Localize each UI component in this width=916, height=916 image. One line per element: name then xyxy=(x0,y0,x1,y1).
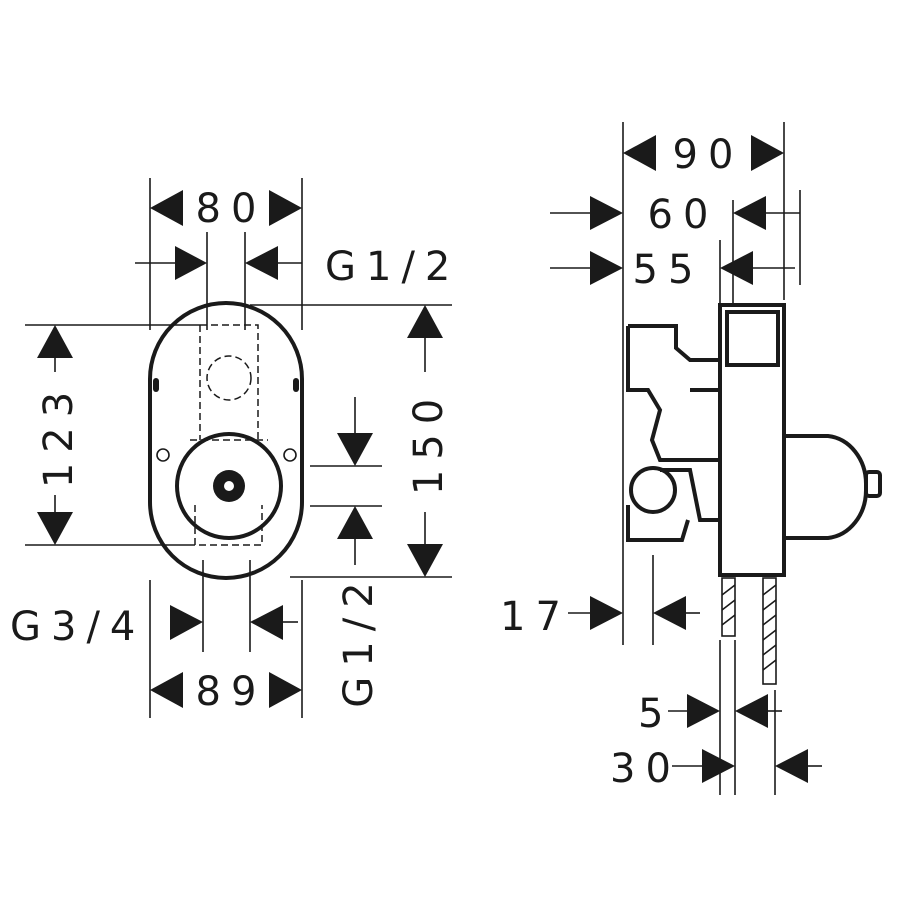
dim-label-80: 80 xyxy=(196,186,267,232)
valve-body-upper xyxy=(626,324,720,462)
dim-label-89: 89 xyxy=(196,669,267,715)
dim-label-17: 17 xyxy=(500,594,571,640)
dimension-g12-top: G1/2 xyxy=(135,232,460,330)
valve-ring xyxy=(175,432,283,540)
dimension-g34: G3/4 xyxy=(10,560,298,652)
dimension-150: 150 xyxy=(250,304,452,578)
dim-label-g34: G3/4 xyxy=(10,604,145,650)
dimension-55: 55 xyxy=(550,240,795,305)
dimension-5: 5 xyxy=(638,640,782,795)
dim-label-150: 150 xyxy=(406,389,452,495)
screw-right-icon xyxy=(283,448,297,462)
front-view xyxy=(148,301,304,580)
dim-label-g12-side: G1/2 xyxy=(336,572,382,707)
dimension-89: 89 xyxy=(149,580,303,718)
valve-body-lower xyxy=(626,468,720,542)
dim-label-123: 123 xyxy=(36,382,82,488)
dim-label-90: 90 xyxy=(673,132,744,178)
dim-label-30: 30 xyxy=(610,746,681,792)
dim-label-5: 5 xyxy=(638,691,673,737)
dim-label-g12-top: G1/2 xyxy=(325,244,460,290)
housing-outline xyxy=(148,301,304,580)
dimension-60: 60 xyxy=(550,190,801,305)
dimension-80: 80 xyxy=(149,178,303,330)
dimension-123: 123 xyxy=(25,324,200,546)
dome xyxy=(784,434,869,540)
valve-port xyxy=(629,466,677,514)
side-view xyxy=(626,303,882,685)
dim-label-60: 60 xyxy=(648,192,719,238)
cover-plate xyxy=(718,303,786,577)
dimension-g12-side: G1/2 xyxy=(310,397,382,708)
dimension-30: 30 xyxy=(610,690,822,795)
dim-label-55: 55 xyxy=(633,247,704,293)
dimension-17: 17 xyxy=(500,555,700,645)
dimension-90: 90 xyxy=(622,122,785,645)
screw-left-icon xyxy=(156,448,170,462)
